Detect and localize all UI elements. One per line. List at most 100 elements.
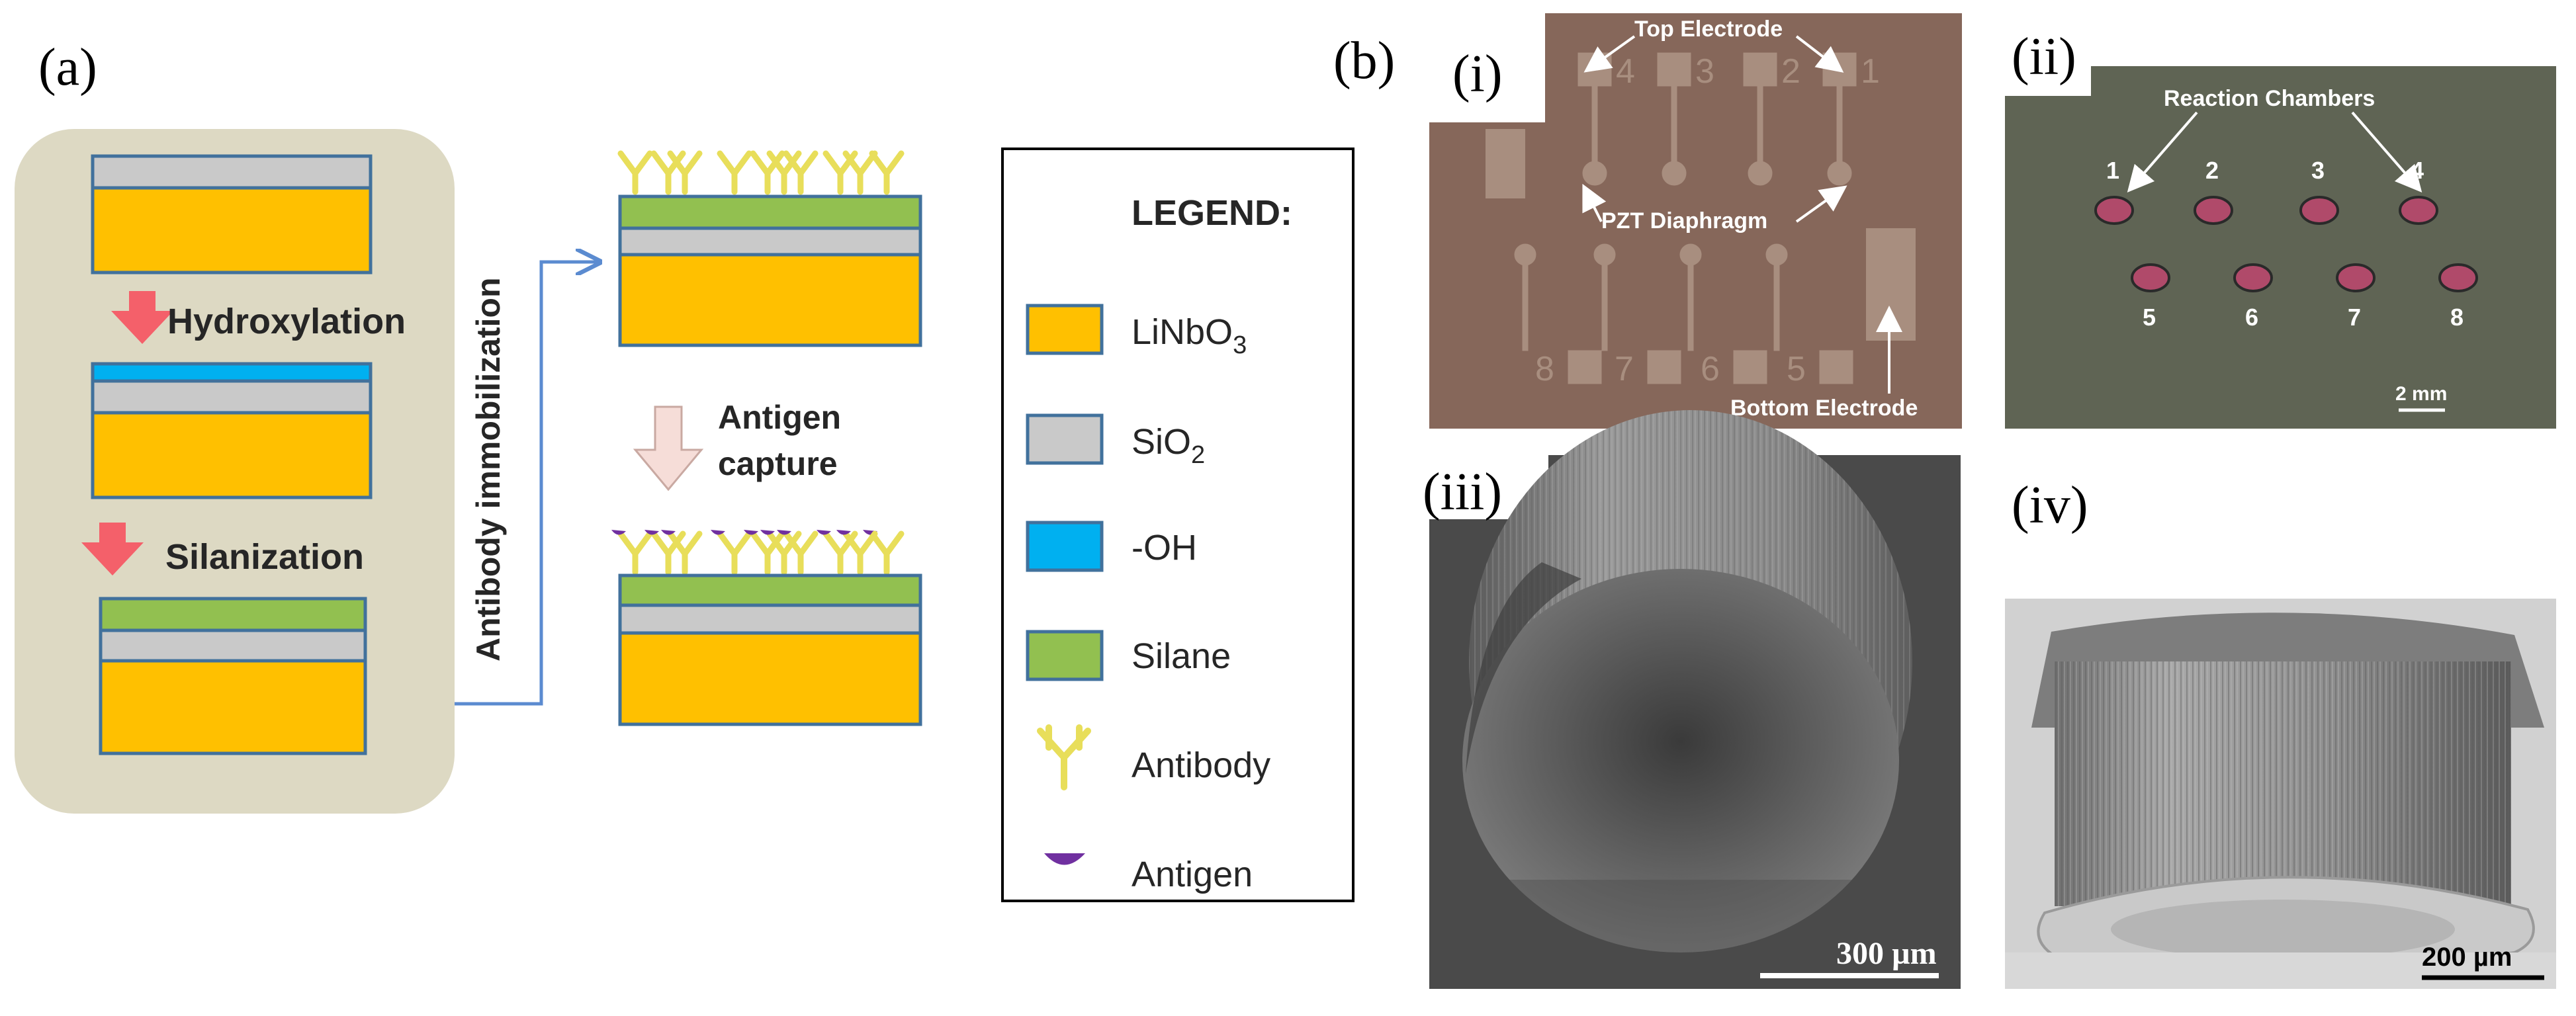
silanization-label: Silanization [165,537,364,577]
substrate-stack-hydroxylated [91,362,373,499]
antibody-icon [766,150,802,195]
antibody-icon [750,150,785,195]
antibody-icon [822,530,858,575]
legend-label: SiO [1132,422,1191,462]
antibody-immobilization-label: Antibody immobilization [470,277,507,661]
photo-reaction-chambers [2005,66,2556,429]
antigen-icon [661,530,676,535]
reaction-chamber [2194,196,2233,225]
legend-subscript: 3 [1233,331,1247,359]
sem-chamber-image [1429,410,1961,989]
pointer-arrow [2351,111,2422,193]
chamber-number: 1 [2106,157,2119,184]
substrate-stack-initial [91,154,373,275]
reaction-chamber [2233,263,2273,292]
pointer-arrow [1795,35,1844,73]
legend-swatch [1026,521,1104,572]
photo-device-top-view [1429,13,1962,429]
reaction-chamber [2336,263,2376,292]
legend-swatch [1026,304,1104,355]
chamber-number: 6 [2245,304,2258,331]
antibody-icon [869,530,905,575]
antibody-icon [783,150,819,195]
reaction-chamber [2438,263,2478,292]
pointer-arrow [1583,35,1636,73]
hydroxylation-label: Hydroxylation [167,302,406,341]
scale-bar-label: 200 µm [2422,943,2512,972]
pointer-arrow [2127,111,2198,193]
legend-item-antigen: Antigen [1044,853,1253,894]
panel-a-label: (a) [38,38,97,97]
antibody-icon [1037,724,1091,790]
sub-ii-label: (ii) [2012,28,2076,86]
antibody-icon [650,150,686,195]
antibody-icon [766,530,802,575]
antigen-icon [644,530,659,535]
process-connector-arrow [455,262,599,706]
down-arrow-icon [633,405,704,491]
chamber-number: 4 [2411,157,2424,184]
antigen-icon [760,530,775,535]
antibody-icon [650,530,686,575]
antigen-capture-label-line2: capture [718,445,838,482]
sub-iv-label: (iv) [2012,476,2088,534]
scale-bar-label: 2 mm [2395,383,2447,405]
legend-item-antibody: Antibody [1037,724,1270,790]
antigen-icon [611,530,626,535]
svg-text:SiO2: SiO2 [1132,422,1205,469]
reaction-chamber [2094,196,2134,225]
antibody-icon [842,150,878,195]
top-electrode-label: Top Electrode [1634,17,1783,42]
legend-label: LiNbO [1132,312,1233,352]
panel-b-label: (b) [1333,32,1395,90]
pointer-arrow [1795,185,1847,223]
antigen-icon [744,530,758,535]
pad-number: 7 [1615,350,1634,388]
antibody-icon [667,530,703,575]
antigen-icon [711,530,725,535]
antigen-icon [836,530,851,535]
antibody-antigen-row [611,530,905,575]
legend-item-linbo3: LiNbO3 [1026,304,1247,359]
sub-i-label: (i) [1452,45,1503,103]
antibody-icon [667,150,703,195]
chamber-number: 7 [2348,304,2361,331]
chamber-number: 8 [2450,304,2464,331]
bottom-electrode-label: Bottom Electrode [1730,396,1918,421]
legend-label: -OH [1132,528,1197,568]
antigen-icon [1044,853,1085,865]
antibody-icon [750,530,785,575]
reaction-chamber [2399,196,2438,225]
legend-item-silane: Silane [1026,630,1231,681]
pad-number: 3 [1695,52,1714,91]
pad-number: 1 [1861,52,1880,91]
antibody-icon [783,530,819,575]
antigen-icon [777,530,791,535]
antibody-icon [617,530,653,575]
legend-label: Antigen [1132,855,1253,894]
reaction-chamber [2131,263,2170,292]
legend-label: Silane [1132,636,1231,676]
scale-bar-label: 300 µm [1836,936,1937,971]
down-arrow-icon [111,291,173,344]
substrate-stack-silanized [99,597,367,755]
chamber-number: 3 [2311,157,2325,184]
chamber-number: 5 [2143,304,2156,331]
pad-number: 6 [1701,350,1720,388]
down-arrow-icon [81,523,144,575]
antigen-capture-label-line1: Antigen [718,399,841,436]
pad-number: 5 [1787,350,1806,388]
svg-text:LiNbO3: LiNbO3 [1132,312,1247,359]
reaction-chamber [2299,196,2339,225]
pad-number: 4 [1616,52,1635,91]
legend-subscript: 2 [1191,441,1205,469]
sem-pillar-image [2005,599,2556,989]
pad-number: 2 [1781,52,1800,91]
legend-swatch [1026,413,1104,465]
antibody-icon [717,150,752,195]
antibody-icon [717,530,752,575]
antibody-icon [617,150,653,195]
